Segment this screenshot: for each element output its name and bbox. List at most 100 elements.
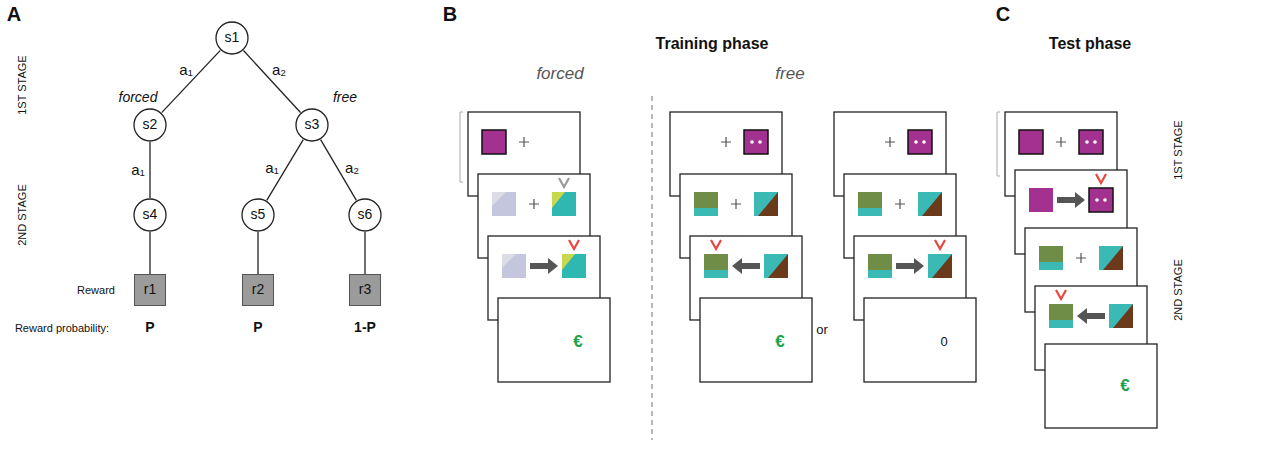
brown-part — [758, 192, 778, 216]
choice-mark — [569, 240, 579, 249]
stimulus — [764, 254, 788, 278]
panel-letter: C — [996, 3, 1010, 25]
yellow-part — [562, 254, 575, 270]
teal-square — [1039, 246, 1063, 270]
teal-square — [1099, 246, 1123, 270]
magenta-square — [482, 130, 506, 154]
probability: 1-P — [354, 320, 376, 335]
brown-part — [932, 254, 952, 278]
faded-square — [502, 254, 526, 278]
reward-symbol: € — [573, 333, 582, 352]
panel-letter: A — [7, 3, 21, 25]
stimulus — [858, 192, 882, 216]
circle-shape — [349, 199, 381, 231]
tree-branch — [149, 232, 150, 274]
reward-box: r3 — [349, 274, 381, 306]
fixation-cross — [731, 199, 741, 209]
choice-mark — [1056, 290, 1066, 299]
action-label: a₁ — [178, 62, 193, 79]
action-label: a₁ — [130, 162, 145, 179]
fixation-cross — [721, 137, 731, 147]
teal-square — [1109, 304, 1133, 328]
teal-square — [694, 192, 718, 216]
node-text: r1 — [144, 282, 156, 297]
stage-label: 1ST STAGE — [16, 55, 28, 115]
screen-frame — [1045, 344, 1157, 428]
probability: P — [145, 320, 154, 335]
eye-dot — [922, 140, 926, 144]
magenta-square — [1019, 130, 1043, 154]
panel-letter: B — [443, 3, 457, 25]
choice-mark — [559, 178, 569, 187]
fixation-cross — [529, 199, 539, 209]
magenta-square — [1029, 188, 1053, 212]
reward-symbol: 0 — [940, 335, 947, 349]
brown-part — [1113, 304, 1133, 328]
stimulus — [744, 130, 768, 154]
stimulus — [1089, 188, 1113, 212]
stimulus — [918, 192, 942, 216]
node-text: s1 — [225, 30, 240, 45]
condition-label: forced — [536, 65, 583, 84]
node-text: s5 — [251, 207, 266, 222]
stimulus — [1049, 304, 1073, 328]
node-text: s6 — [358, 207, 373, 222]
stimulus — [928, 254, 952, 278]
state-circle: s3 — [295, 108, 329, 142]
fixation-cross — [519, 137, 529, 147]
choice-arrow — [1057, 192, 1085, 208]
eye-dot — [1103, 198, 1107, 202]
eye-dot — [758, 140, 762, 144]
teal-square — [552, 192, 576, 216]
state-circle: s5 — [241, 198, 275, 232]
tree-branch — [244, 51, 301, 113]
eye-dot — [1093, 140, 1097, 144]
stimulus — [492, 192, 516, 216]
separator — [651, 96, 652, 440]
magenta-square — [908, 130, 932, 154]
stimulus — [482, 130, 506, 154]
reward-box: r1 — [134, 274, 166, 306]
fixation-cross — [895, 199, 905, 209]
panel-title: Training phase — [656, 35, 769, 53]
magenta-square — [1089, 188, 1113, 212]
faded-square — [492, 192, 516, 216]
tree-branch — [149, 142, 150, 198]
row-label: Reward — [77, 284, 115, 296]
stimulus — [694, 192, 718, 216]
teal-square — [928, 254, 952, 278]
choice-arrow — [1077, 308, 1105, 324]
stimulus — [1099, 246, 1123, 270]
brown-part — [922, 192, 942, 216]
state-circle: s2 — [133, 108, 167, 142]
stimulus — [1029, 188, 1053, 212]
screen — [498, 298, 610, 382]
node-text: s2 — [143, 117, 158, 132]
stimulus — [552, 192, 576, 216]
choice-mark — [1096, 174, 1106, 183]
magenta-square — [744, 130, 768, 154]
eye-dot — [750, 140, 754, 144]
choice-arrow — [732, 258, 760, 274]
state-circle: s1 — [215, 21, 249, 55]
circle-shape — [134, 109, 166, 141]
screen — [1045, 344, 1157, 428]
choice-arrow — [530, 258, 558, 274]
teal-square — [764, 254, 788, 278]
stage-label: 1ST STAGE — [1172, 120, 1184, 180]
stimulus — [1019, 130, 1043, 154]
node-text: r2 — [252, 282, 264, 297]
circle-shape — [216, 22, 248, 54]
eye-dot — [1095, 198, 1099, 202]
teal-square — [858, 192, 882, 216]
panel-title: Test phase — [1049, 35, 1131, 53]
green-part — [1039, 246, 1063, 262]
choice-mark — [711, 240, 721, 249]
stimulus — [1079, 130, 1103, 154]
faded-part — [502, 254, 516, 268]
green-part — [1049, 304, 1073, 320]
stimulus — [908, 130, 932, 154]
teal-square — [562, 254, 586, 278]
state-circle: s6 — [348, 198, 382, 232]
